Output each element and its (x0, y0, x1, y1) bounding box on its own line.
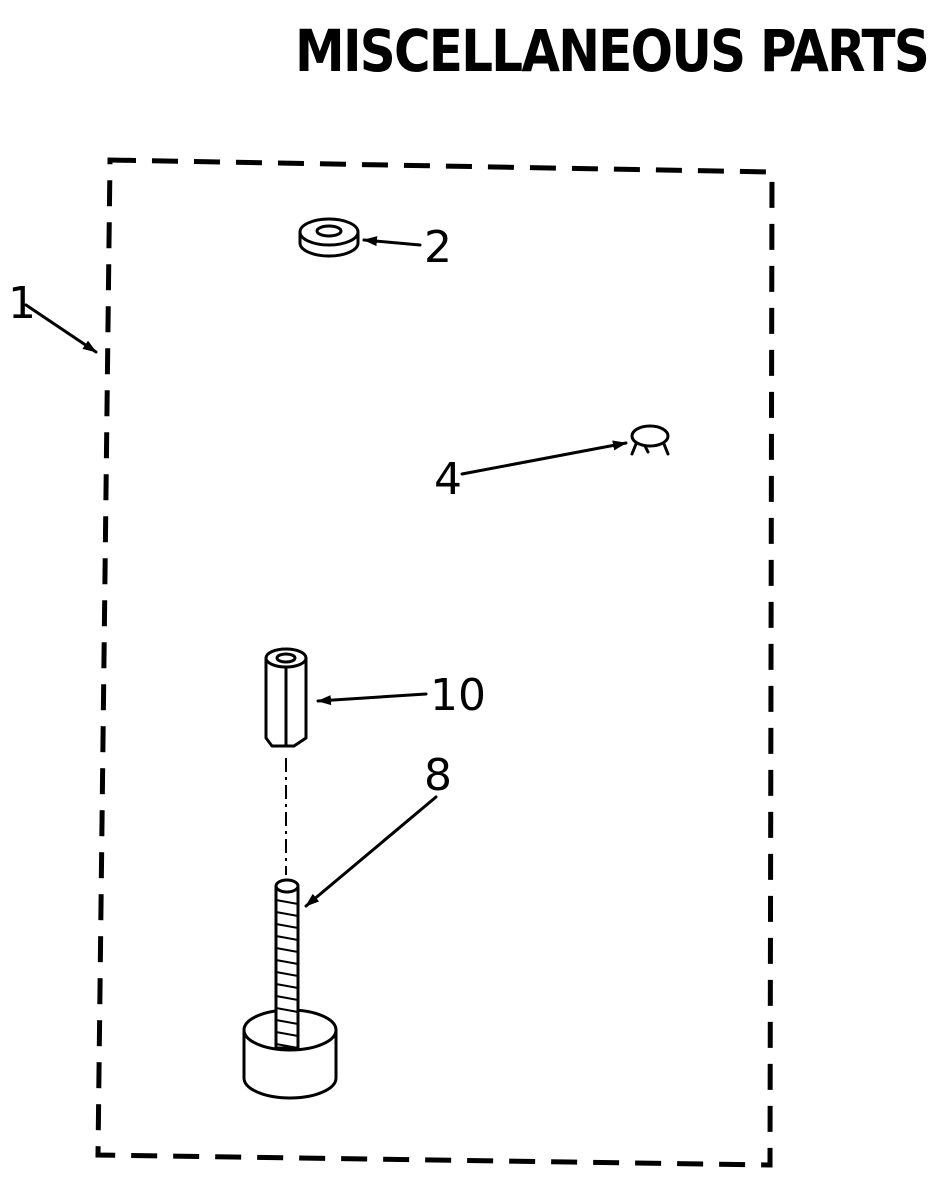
page-title: MISCELLANEOUS PARTS (294, 17, 930, 85)
callout-2-leader (362, 236, 422, 247)
callout-10-leader (316, 692, 428, 706)
callout-8: 8 (424, 750, 452, 801)
callout-10: 10 (430, 670, 486, 721)
callout-2: 2 (424, 222, 452, 273)
callout-1: 1 (8, 278, 36, 329)
nut-part (264, 647, 308, 748)
kit-boundary (95, 157, 775, 1168)
washer-part (298, 217, 360, 258)
callout-1-leader (24, 303, 98, 354)
clip-part (630, 424, 670, 456)
bolt-part (242, 878, 338, 1100)
callout-4-leader (460, 440, 628, 476)
callout-8-leader (304, 795, 438, 908)
callout-4: 4 (434, 454, 462, 505)
